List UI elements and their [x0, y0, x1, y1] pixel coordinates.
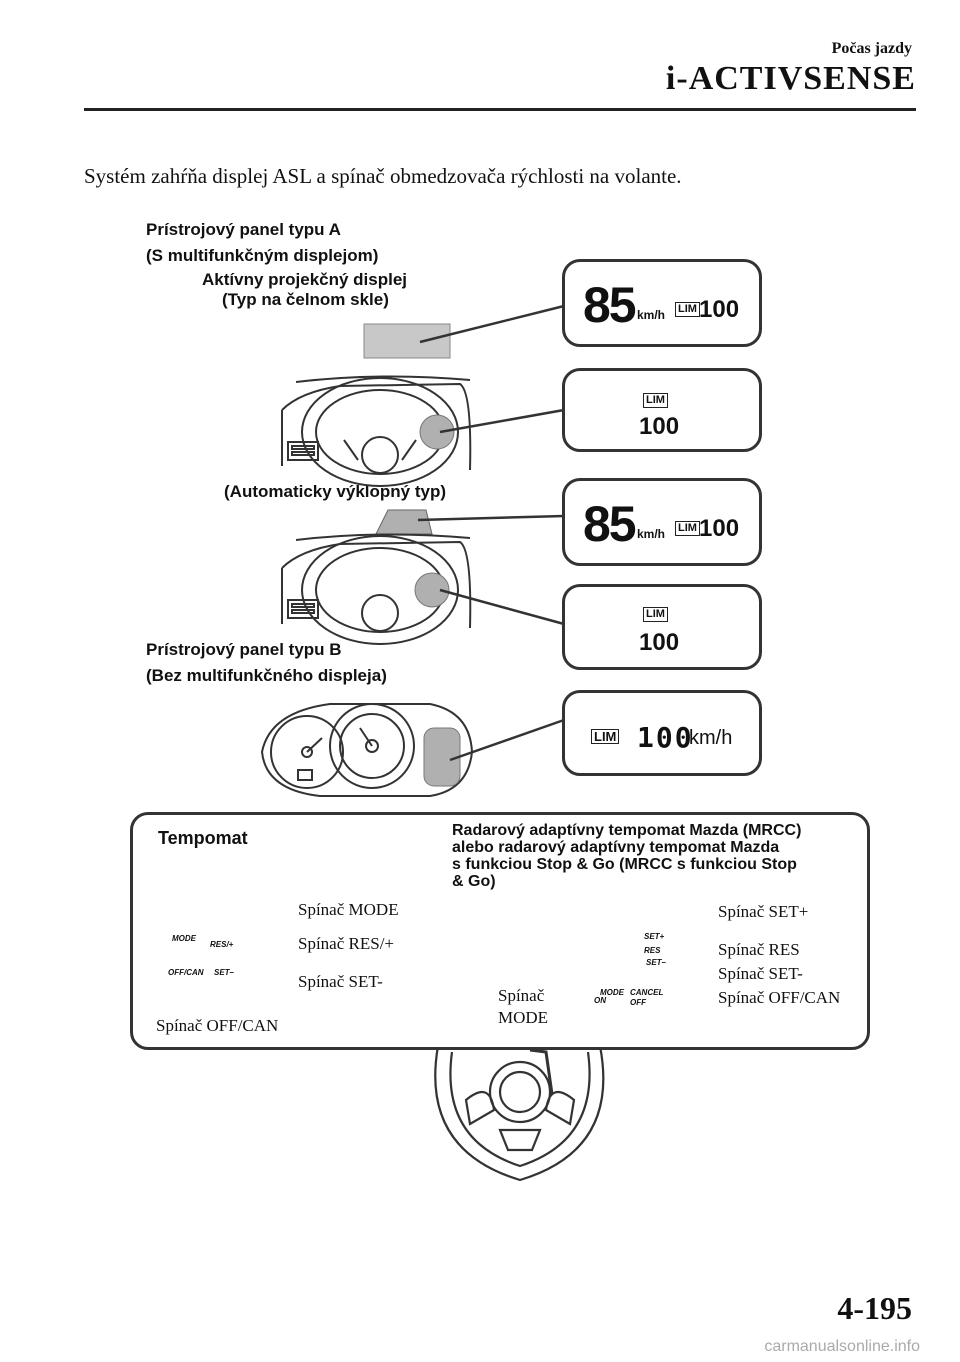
current-speed: 85 — [583, 496, 637, 552]
dashboard-a-sketch — [281, 375, 472, 487]
right-off-button[interactable]: OFF — [630, 998, 646, 1007]
right-res-button[interactable]: RES — [644, 946, 661, 955]
left-offcan-button[interactable]: OFF/CAN — [168, 968, 204, 977]
windshield-hud-area — [363, 323, 451, 359]
section-title: Počas jazdy — [831, 40, 912, 57]
right-cancel-button[interactable]: CANCEL — [630, 988, 664, 997]
label-res-switch-mrcc: Spínač RES — [718, 940, 800, 959]
header-divider — [84, 108, 916, 111]
hud-label: Aktívny projekčný displej — [202, 270, 408, 289]
lim-icon: LIM — [675, 521, 700, 536]
label-res-switch: Spínač RES/+ — [298, 934, 395, 953]
speed-unit: km/h — [637, 308, 666, 322]
lim-icon: LIM — [591, 729, 620, 744]
speed-limit: 100 — [699, 296, 740, 323]
right-set-button[interactable]: SET+ — [644, 932, 665, 941]
current-speed: 85 — [583, 277, 637, 333]
hud-sublabel: (Typ na čelnom skle) — [222, 290, 389, 309]
display-multifunction: LIM 100 — [562, 368, 762, 452]
dashboard-a-auto-sketch — [281, 533, 472, 645]
left-mode-button[interactable]: MODE — [172, 934, 196, 943]
left-res-button[interactable]: RES/+ — [210, 940, 234, 949]
panel-b-sublabel: (Bez multifunkčného displeja) — [146, 666, 387, 685]
panel-b-label: Prístrojový panel typu B — [146, 640, 342, 659]
label-offcan-switch: Spínač OFF/CAN — [156, 1016, 279, 1035]
right-on-button[interactable]: ON — [594, 996, 606, 1005]
right-mode-button[interactable]: MODE — [600, 988, 624, 997]
panel-a-sublabel: (S multifunkčným displejom) — [146, 246, 379, 265]
panel-a-label: Prístrojový panel typu A — [146, 220, 341, 239]
label-offcan-switch-mrcc: Spínač OFF/CAN — [718, 988, 841, 1007]
switch-panel — [130, 812, 870, 1050]
mrcc-title: Radarový adaptívny tempomat Mazda (MRCC)… — [452, 822, 802, 890]
right-setm-button[interactable]: SET– — [646, 958, 667, 967]
display-cluster-b: LIM 100 km/h — [562, 690, 762, 776]
lim-icon: LIM — [643, 607, 668, 622]
label-mode-switch: Spínač MODE — [298, 900, 399, 919]
speed-limit: 100 — [699, 515, 740, 542]
speed-unit: km/h — [637, 527, 666, 541]
speed-limit: 100 — [639, 413, 680, 440]
intro-text: Systém zahŕňa displej ASL a spínač obmed… — [84, 164, 682, 188]
display-hud-auto: 85 km/h LIM 100 — [562, 478, 762, 566]
steering-wheel-sketch — [434, 1045, 605, 1182]
auto-fold-label: (Automaticky výklopný typ) — [224, 482, 446, 501]
label-mode-switch-mrcc: Spínač — [498, 986, 545, 1005]
left-set-button[interactable]: SET– — [214, 968, 235, 977]
display-hud-windshield: 85 km/h LIM 100 — [562, 259, 762, 347]
lim-icon: LIM — [675, 302, 700, 317]
speed-limit: 100 — [637, 721, 694, 754]
chapter-title: i-ACTIVSENSE — [665, 60, 916, 97]
label-setplus-switch: Spínač SET+ — [718, 902, 809, 921]
lim-icon: LIM — [643, 393, 668, 408]
label-setminus-switch: Spínač SET- — [718, 964, 803, 983]
display-multifunction-auto: LIM 100 — [562, 584, 762, 670]
label-mode-switch-mrcc-2: MODE — [498, 1008, 549, 1027]
speed-limit: 100 — [639, 629, 680, 656]
watermark: carmanualsonline.info — [764, 1338, 920, 1355]
cruise-control-title: Tempomat — [158, 828, 248, 848]
speed-unit: km/h — [689, 727, 733, 749]
page-number: 4-195 — [837, 1290, 912, 1326]
label-set-switch: Spínač SET- — [298, 972, 383, 991]
